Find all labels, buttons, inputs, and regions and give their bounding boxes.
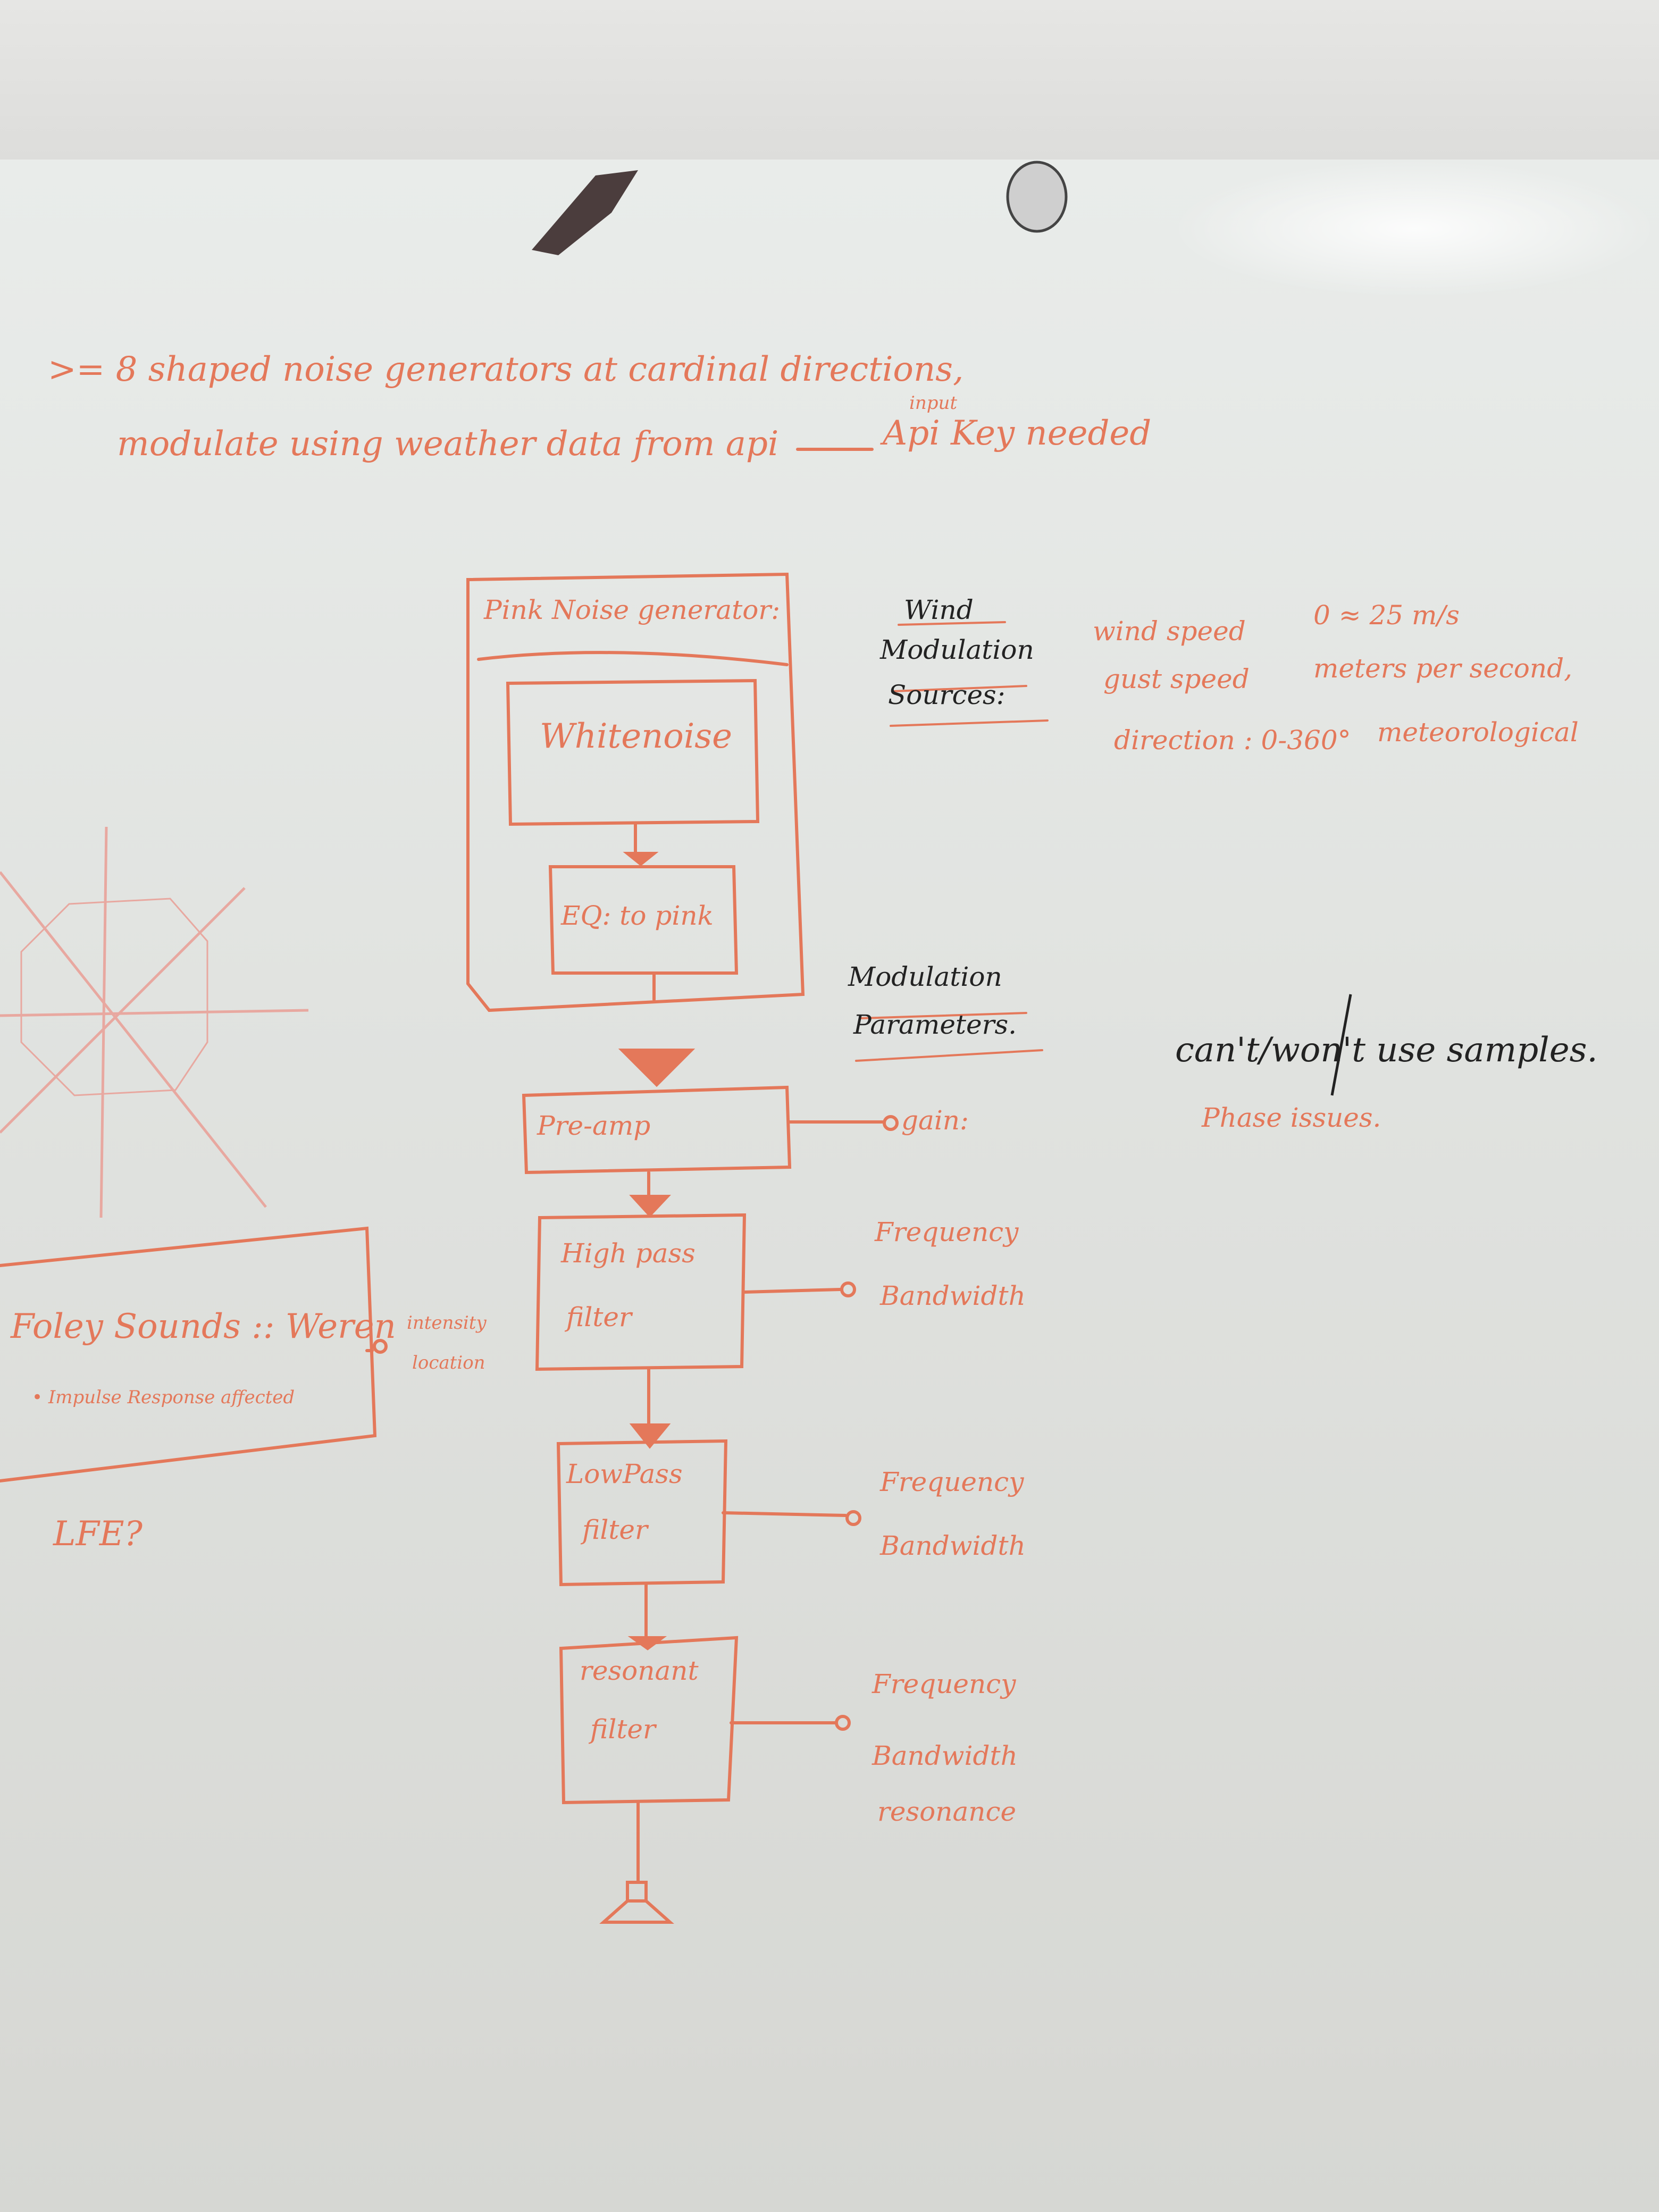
preamp-label: Pre-amp (537, 1110, 651, 1141)
phase-note: Phase issues. (1202, 1102, 1381, 1133)
wind-heading-2: Modulation (880, 634, 1034, 665)
wind-meteorological: meteorological (1377, 717, 1579, 748)
foley-intensity: intensity (407, 1312, 487, 1334)
lowpass-box (556, 1439, 728, 1587)
highpass-label-1: High pass (561, 1238, 696, 1269)
mod-params-2: Parameters. (853, 1009, 1017, 1040)
param-res-bandwidth: Bandwidth (872, 1740, 1018, 1771)
note-api-key: Api Key needed (883, 414, 1152, 453)
eraser-icon (1006, 161, 1068, 233)
wind-unit: meters per second, (1313, 653, 1572, 684)
samples-note: can't/won't use samples. (1175, 1030, 1598, 1070)
pink-noise-box (466, 572, 805, 1012)
wind-speed: wind speed (1093, 616, 1246, 647)
resonant-label-2: filter (590, 1714, 656, 1745)
wall-background (0, 0, 1659, 175)
foley-title: Foley Sounds :: Weren (11, 1307, 396, 1346)
note-input: input (909, 392, 958, 414)
wind-heading-1: Wind (904, 594, 974, 625)
resonant-label-1: resonant (580, 1655, 699, 1686)
mod-params-1: Modulation (848, 961, 1002, 992)
foley-box (0, 1226, 377, 1482)
pink-noise-title: Pink Noise generator: (484, 594, 781, 625)
whiteboard (0, 160, 1659, 2212)
param-hp-frequency: Frequency (875, 1217, 1019, 1247)
lowpass-label-1: LowPass (566, 1459, 683, 1489)
param-res-frequency: Frequency (872, 1669, 1016, 1699)
param-hp-bandwidth: Bandwidth (880, 1280, 1026, 1311)
eq-label: EQ: to pink (561, 900, 714, 931)
eq-box (548, 865, 739, 975)
gust-speed: gust speed (1103, 664, 1250, 694)
foley-location: location (412, 1352, 485, 1373)
wind-range: 0 ≈ 25 m/s (1313, 600, 1460, 631)
direction-compass-icon (0, 826, 309, 1218)
speaker-icon (599, 1881, 674, 1924)
wind-heading-3: Sources: (888, 680, 1006, 710)
param-res-resonance: resonance (877, 1796, 1017, 1827)
preamp-box (522, 1085, 792, 1175)
highpass-box (535, 1213, 747, 1371)
whitenoise-label: Whitenoise (540, 717, 732, 756)
lowpass-label-2: filter (582, 1514, 648, 1545)
note-line-1: >= 8 shaped noise generators at cardinal… (48, 350, 964, 389)
param-lp-frequency: Frequency (880, 1467, 1024, 1497)
param-gain: gain: (901, 1105, 969, 1136)
lfe-label: LFE? (53, 1514, 143, 1554)
resonant-box (559, 1636, 739, 1805)
whitenoise-box (506, 678, 760, 826)
foley-impulse: • Impulse Response affected (32, 1387, 295, 1408)
wind-direction: direction : 0-360° (1114, 725, 1351, 756)
note-line-2: modulate using weather data from api (117, 424, 779, 464)
marker-cap-icon (532, 170, 638, 255)
highpass-label-2: filter (566, 1302, 632, 1333)
param-lp-bandwidth: Bandwidth (880, 1530, 1026, 1561)
